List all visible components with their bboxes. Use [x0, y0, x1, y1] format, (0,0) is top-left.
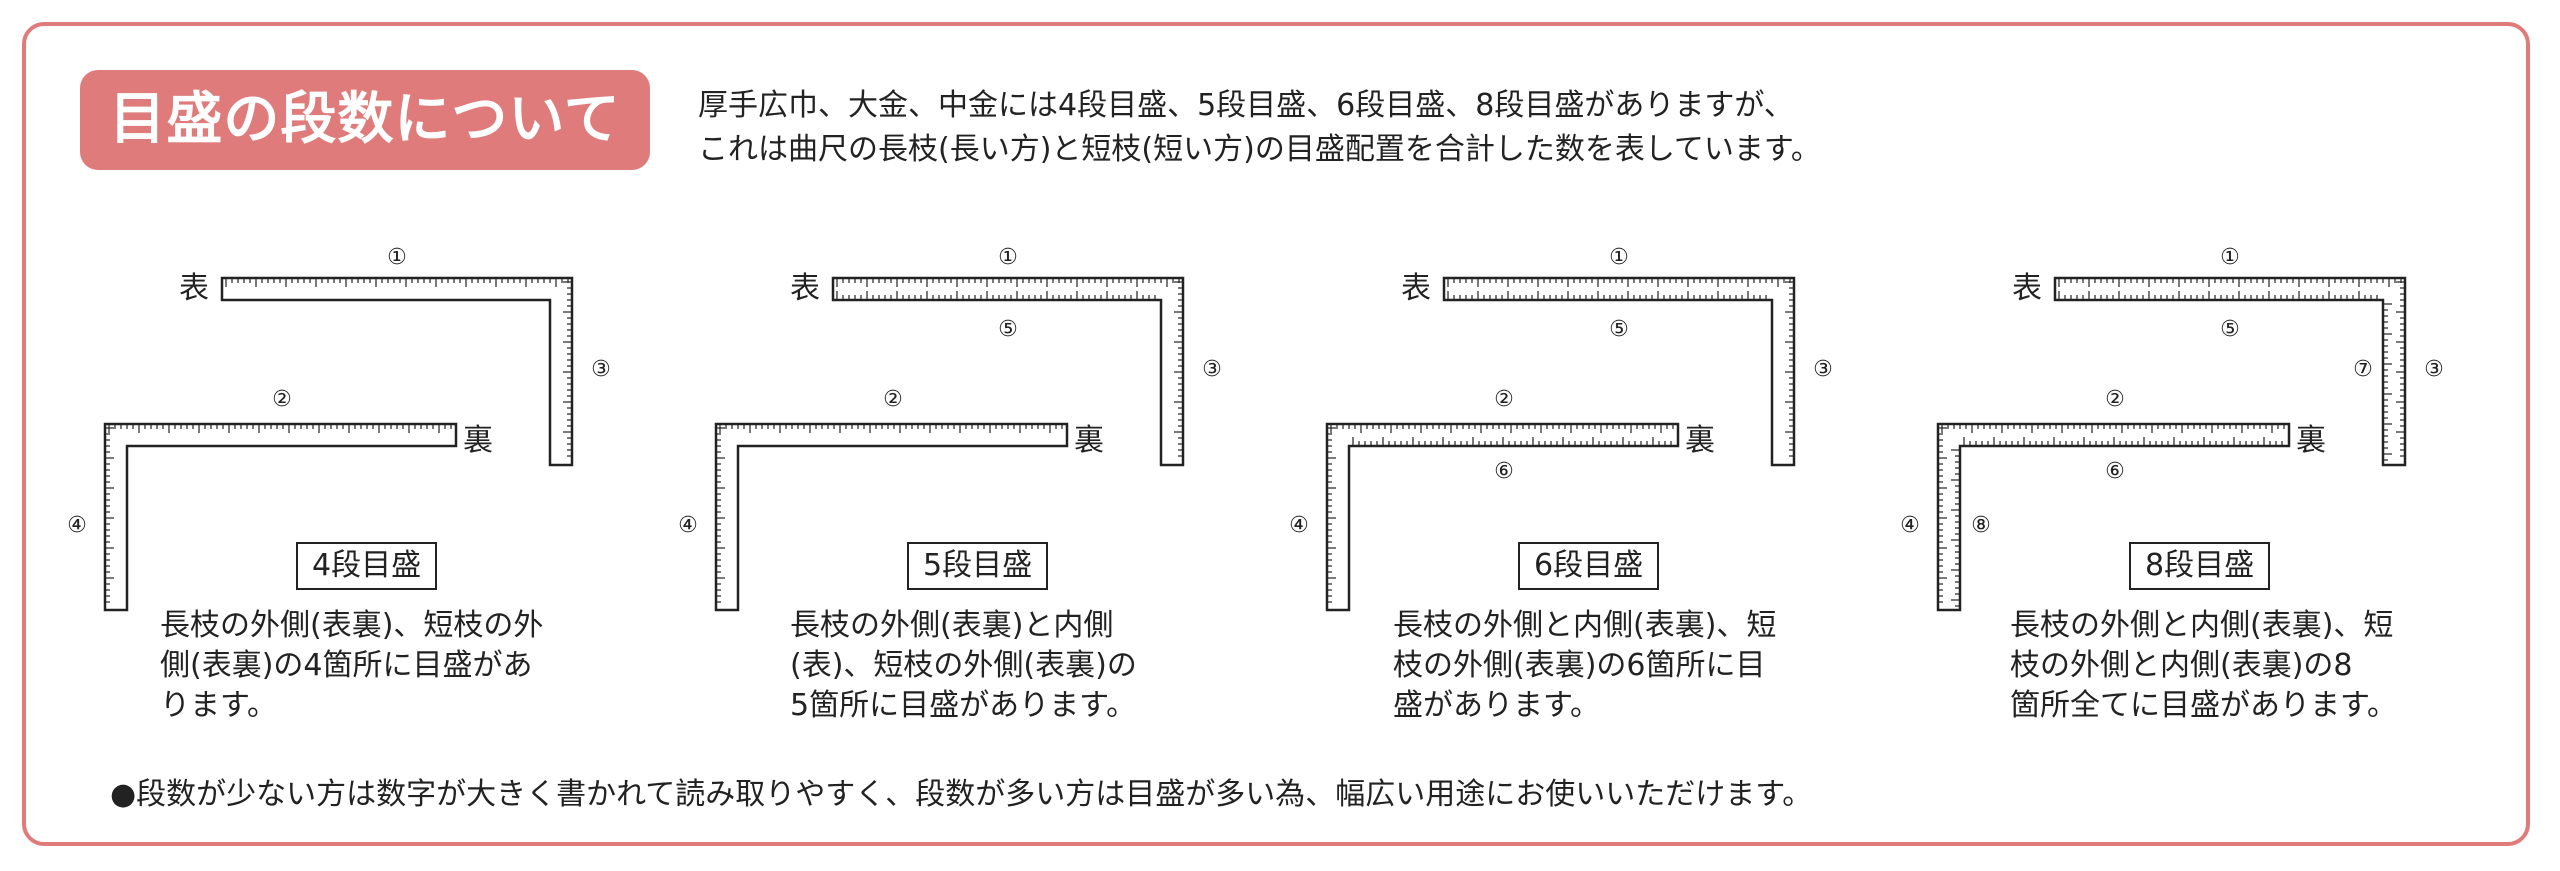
- diagram-desc-8: 長枝の外側と内側(表裏)、短 枝の外側と内側(表裏)の8 箇所全てに目盛がありま…: [2010, 606, 2397, 726]
- scale-marker-7: ⑦: [2353, 357, 2373, 382]
- scale-marker-1: ①: [998, 245, 1018, 270]
- square-back-outline: [103, 422, 458, 612]
- desc-line: ります。: [160, 688, 277, 723]
- desc-line: 箇所全てに目盛があります。: [2010, 688, 2397, 723]
- diagram-label-8: 8段目盛: [2129, 542, 2271, 590]
- diagram-label-5: 5段目盛: [907, 542, 1049, 590]
- panel-frame: [22, 22, 2530, 846]
- square-back-outline: [1936, 422, 2291, 612]
- desc-line: 枝の外側(表裏)の6箇所に目: [1393, 648, 1766, 683]
- label-back: 裏: [1685, 423, 1715, 458]
- scale-marker-2: ②: [2105, 387, 2125, 412]
- label-back: 裏: [463, 423, 493, 458]
- label-front: 表: [1401, 271, 1431, 306]
- square-front-outline: [2053, 276, 2407, 467]
- diagram-desc-4: 長枝の外側(表裏)、短枝の外 側(表裏)の4箇所に目盛があ ります。: [160, 606, 543, 726]
- desc-line: 長枝の外側と内側(表裏)、短: [2010, 608, 2394, 643]
- page-title: 目盛の段数について: [80, 70, 650, 170]
- label-back: 裏: [1074, 423, 1104, 458]
- intro-line-2: これは曲尺の長枝(長い方)と短枝(短い方)の目盛配置を合計した数を表しています。: [698, 132, 1821, 167]
- scale-marker-2: ②: [883, 387, 903, 412]
- square-front-outline: [831, 276, 1185, 467]
- desc-line: 側(表裏)の4箇所に目盛があ: [160, 648, 533, 683]
- scale-marker-3: ③: [591, 357, 611, 382]
- scale-marker-5: ⑤: [998, 317, 1018, 342]
- scale-marker-3: ③: [1202, 357, 1222, 382]
- desc-line: 枝の外側と内側(表裏)の8: [2010, 648, 2353, 683]
- scale-marker-1: ①: [2220, 245, 2240, 270]
- scale-marker-4: ④: [678, 513, 698, 538]
- desc-line: 5箇所に目盛があります。: [790, 688, 1137, 723]
- label-front: 表: [2012, 271, 2042, 306]
- square-front-outline: [1442, 276, 1796, 467]
- desc-line: (表)、短枝の外側(表裏)の: [790, 648, 1137, 683]
- scale-marker-3: ③: [1813, 357, 1833, 382]
- diagram-label-4: 4段目盛: [296, 542, 438, 590]
- intro-line-1: 厚手広巾、大金、中金には4段目盛、5段目盛、6段目盛、8段目盛がありますが、: [698, 88, 1794, 123]
- diagram-desc-5: 長枝の外側(表裏)と内側 (表)、短枝の外側(表裏)の 5箇所に目盛があります。: [790, 606, 1137, 726]
- diagram-label-6: 6段目盛: [1518, 542, 1660, 590]
- scale-marker-2: ②: [1494, 387, 1514, 412]
- label-back: 裏: [2296, 423, 2326, 458]
- scale-marker-6: ⑥: [1494, 459, 1514, 484]
- label-front: 表: [179, 271, 209, 306]
- square-back-outline: [1325, 422, 1680, 612]
- footer-note: ●段数が少ない方は数字が大きく書かれて読み取りやすく、段数が多い方は目盛が多い為…: [110, 777, 1813, 812]
- scale-marker-4: ④: [1900, 513, 1920, 538]
- square-front-outline: [220, 276, 574, 467]
- scale-marker-4: ④: [67, 513, 87, 538]
- scale-marker-1: ①: [1609, 245, 1629, 270]
- square-back-outline: [714, 422, 1069, 612]
- desc-line: 長枝の外側と内側(表裏)、短: [1393, 608, 1777, 643]
- scale-marker-8: ⑧: [1971, 513, 1991, 538]
- scale-marker-6: ⑥: [2105, 459, 2125, 484]
- label-front: 表: [790, 271, 820, 306]
- scale-marker-2: ②: [272, 387, 292, 412]
- scale-marker-5: ⑤: [2220, 317, 2240, 342]
- intro-text: 厚手広巾、大金、中金には4段目盛、5段目盛、6段目盛、8段目盛がありますが、 こ…: [698, 84, 1821, 172]
- desc-line: 盛があります。: [1393, 688, 1600, 723]
- scale-marker-4: ④: [1289, 513, 1309, 538]
- desc-line: 長枝の外側(表裏)と内側: [790, 608, 1114, 643]
- desc-line: 長枝の外側(表裏)、短枝の外: [160, 608, 544, 643]
- scale-marker-1: ①: [387, 245, 407, 270]
- scale-marker-3: ③: [2424, 357, 2444, 382]
- scale-marker-5: ⑤: [1609, 317, 1629, 342]
- diagram-desc-6: 長枝の外側と内側(表裏)、短 枝の外側(表裏)の6箇所に目 盛があります。: [1393, 606, 1776, 726]
